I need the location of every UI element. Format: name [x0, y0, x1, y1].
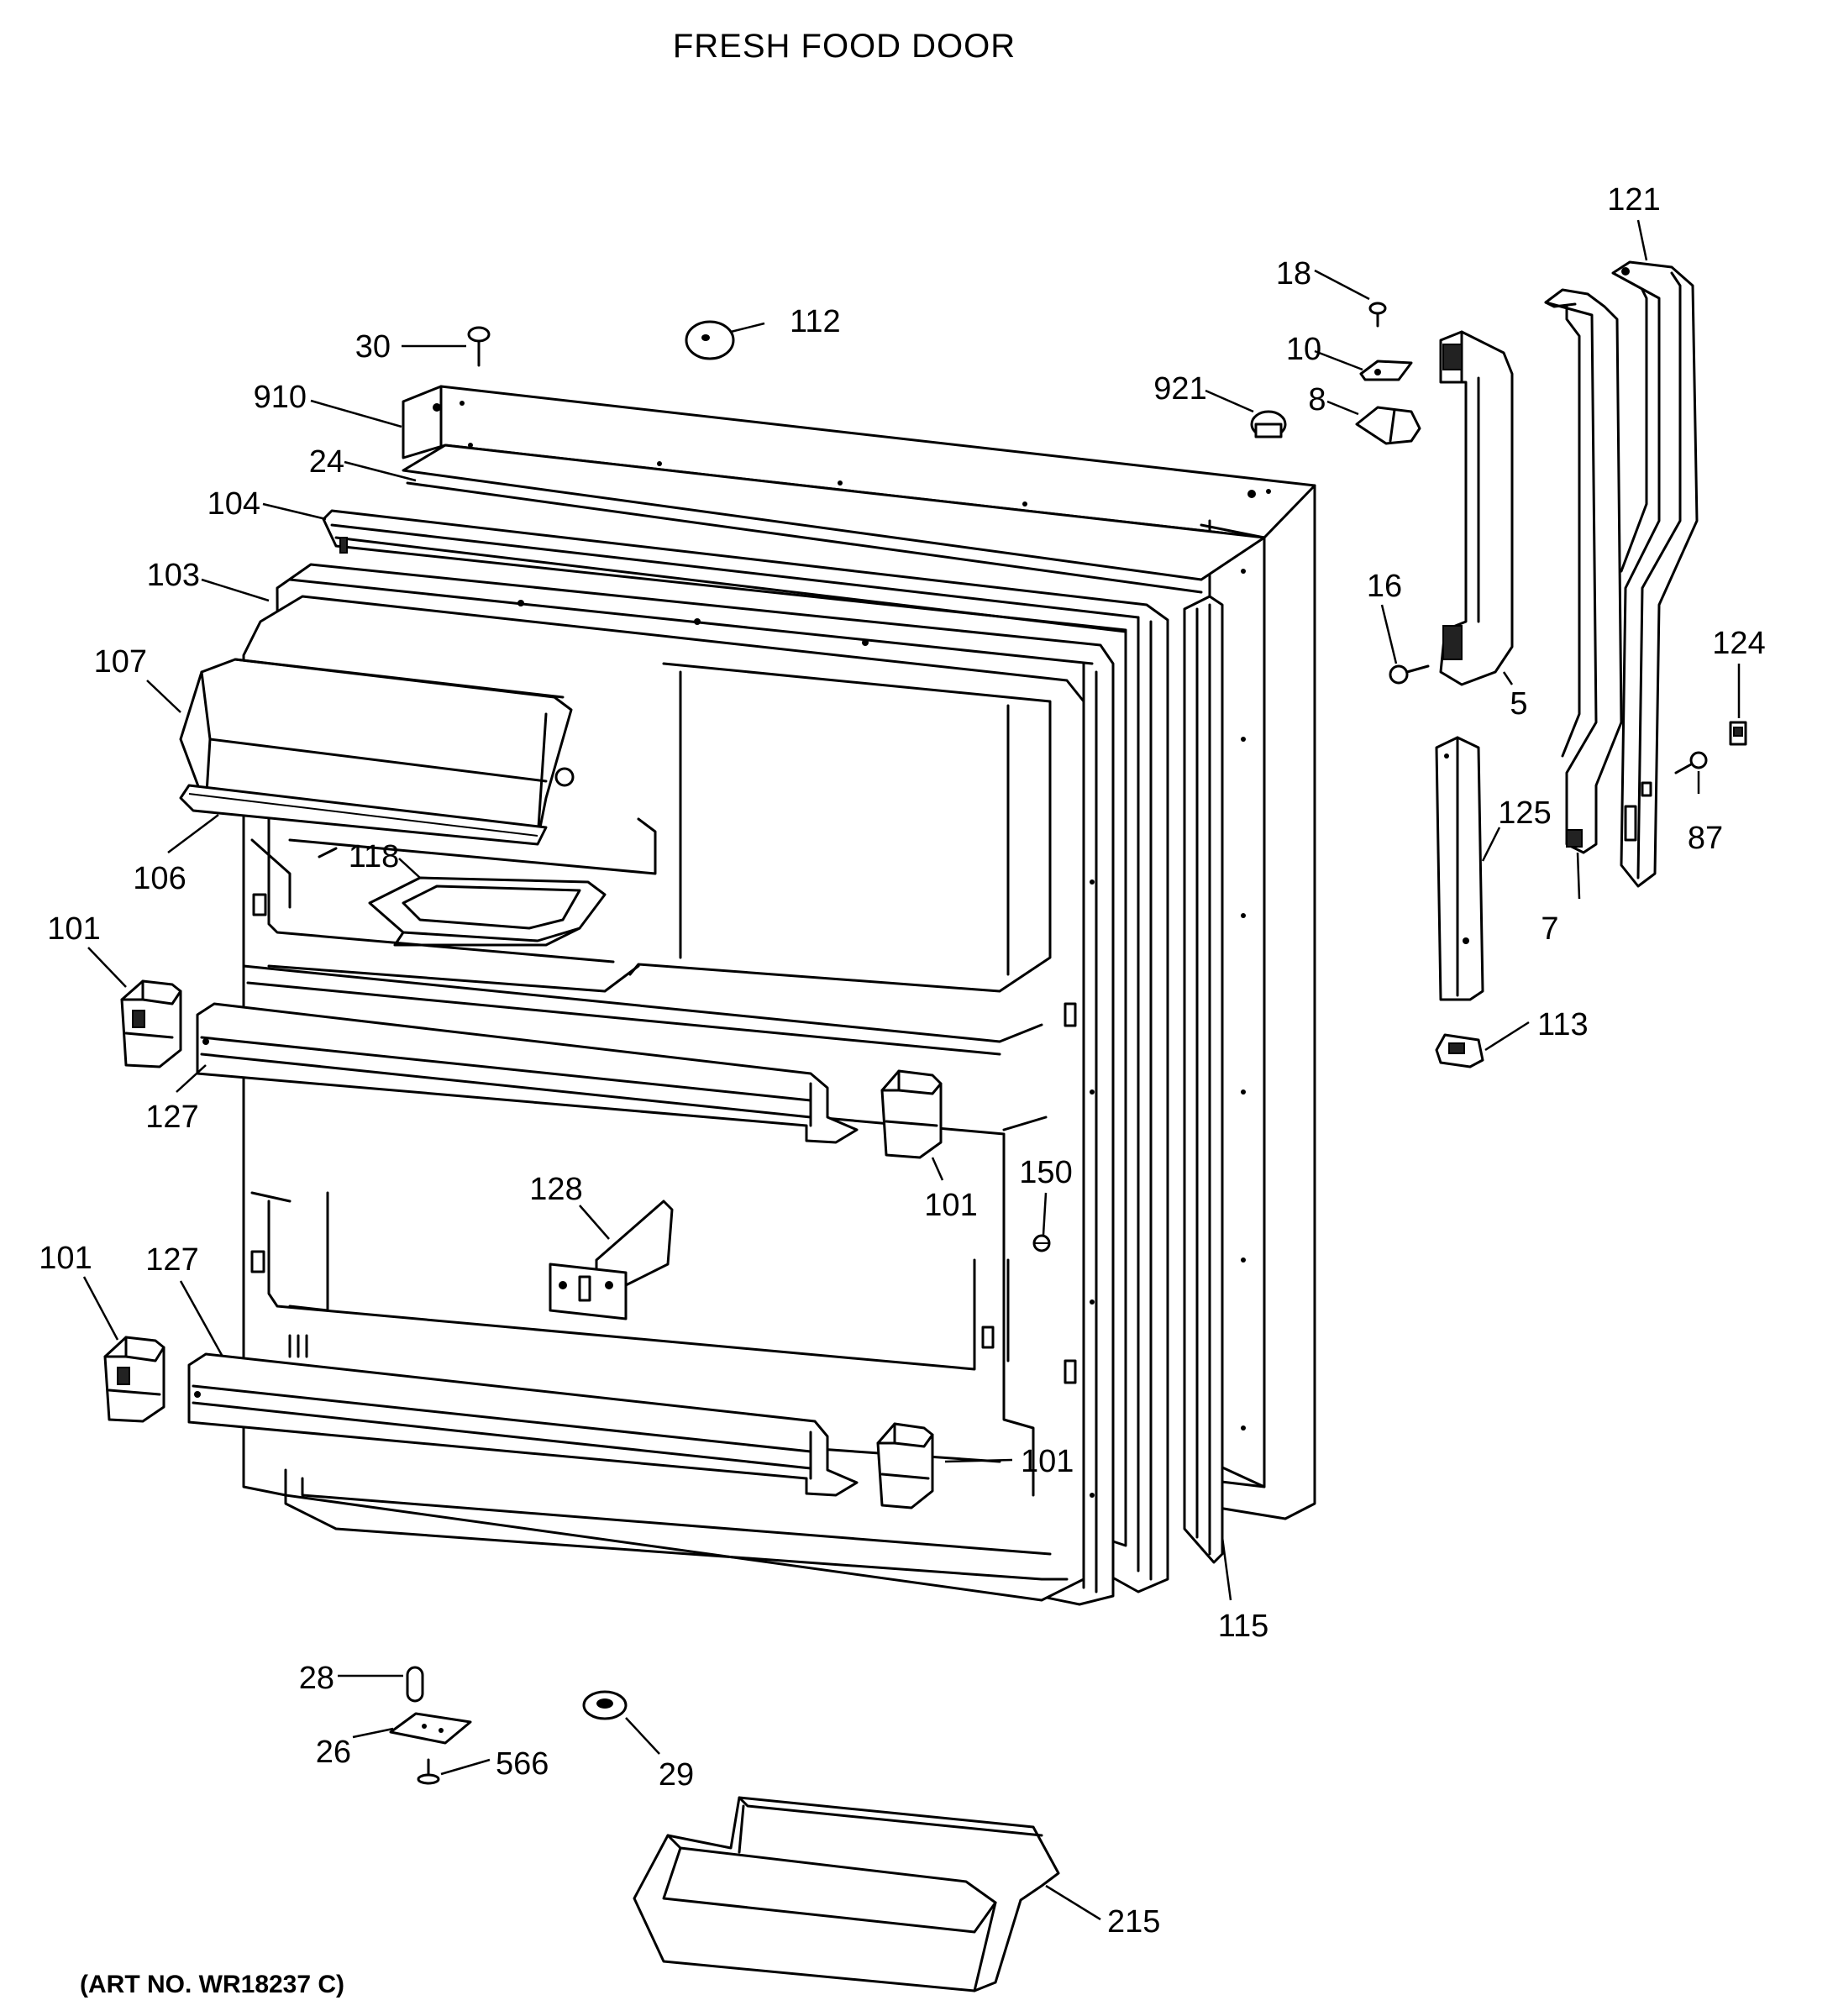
callout-26: 26: [316, 1735, 351, 1770]
callout-112: 112: [790, 304, 841, 339]
callout-113: 113: [1537, 1007, 1589, 1042]
lower-shelf-rail: [187, 1352, 859, 1497]
hinge-pin-bushing-8-part: [1355, 406, 1421, 445]
callout-107: 107: [94, 644, 147, 680]
callout-labels: 30 112 910 24 104 103 107 106 118 101 12…: [39, 182, 1765, 1940]
callout-101-a: 101: [47, 911, 100, 947]
shelf-bracket-lower-right: [876, 1422, 934, 1509]
callout-103: 103: [147, 558, 200, 593]
dairy-door-part: [179, 658, 575, 846]
callout-121: 121: [1607, 182, 1660, 218]
callout-101-d: 101: [1021, 1444, 1074, 1479]
callout-106: 106: [133, 861, 186, 896]
callout-566: 566: [496, 1746, 549, 1782]
diagram-title: FRESH FOOD DOOR: [673, 28, 1016, 65]
art-number: (ART NO. WR18237 C): [80, 1971, 344, 1998]
screw-150-part: [1032, 1234, 1051, 1252]
callout-115: 115: [1218, 1609, 1269, 1644]
callout-125: 125: [1498, 795, 1551, 831]
screw-16-part: [1389, 664, 1430, 685]
shelf-bracket-upper-left: [120, 979, 182, 1068]
screw-87-part: [1674, 751, 1708, 774]
callout-128: 128: [529, 1172, 582, 1207]
callout-104: 104: [207, 486, 260, 522]
butter-tray-part: [368, 876, 607, 947]
cap-921-part: [1250, 410, 1287, 438]
callout-101-c: 101: [39, 1241, 92, 1276]
handle-bracket-5-part: [1439, 330, 1514, 686]
screw-566-part: [417, 1758, 440, 1785]
door-side-strip: [1183, 595, 1224, 1564]
callout-910: 910: [254, 380, 307, 415]
callout-215: 215: [1107, 1904, 1160, 1940]
callout-28: 28: [299, 1661, 334, 1696]
callout-29: 29: [659, 1757, 694, 1793]
door-gasket: [322, 509, 1169, 1593]
callout-87: 87: [1688, 821, 1723, 856]
callout-921: 921: [1153, 371, 1206, 407]
handle-121-part: [1611, 260, 1699, 888]
handle-cover-125-part: [1435, 736, 1484, 1001]
handle-7-part: [1544, 288, 1623, 854]
leader-lines: [82, 219, 1741, 1921]
screw-30-part: [467, 326, 491, 367]
bottle-retainer-part: [549, 1200, 674, 1320]
callout-7: 7: [1541, 911, 1558, 947]
shelf-bracket-lower-left: [103, 1336, 165, 1423]
door-bin-215-part: [633, 1796, 1060, 1992]
callout-5: 5: [1510, 686, 1527, 722]
callout-24: 24: [309, 444, 344, 480]
screw-18-part: [1368, 302, 1387, 328]
callout-150: 150: [1019, 1155, 1072, 1190]
callout-16: 16: [1367, 569, 1402, 604]
callout-18: 18: [1276, 256, 1311, 291]
callout-127-b: 127: [145, 1242, 198, 1278]
handle-endcap-113-part: [1435, 1033, 1484, 1068]
callout-124: 124: [1712, 626, 1765, 661]
callout-10: 10: [1286, 332, 1321, 367]
hinge-shim-10-part: [1359, 360, 1413, 381]
plug-112-part: [685, 320, 735, 360]
cam-28-part: [406, 1666, 424, 1703]
upper-shelf-rail: [196, 1002, 859, 1144]
callout-127-a: 127: [145, 1100, 198, 1135]
callout-8: 8: [1308, 382, 1326, 417]
plate-26-part: [389, 1712, 472, 1745]
callout-101-b: 101: [924, 1188, 977, 1223]
callout-118: 118: [349, 839, 400, 874]
callout-30: 30: [355, 329, 391, 365]
grommet-29-part: [582, 1690, 628, 1720]
clip-124-part: [1729, 721, 1747, 746]
shelf-bracket-upper-right: [880, 1069, 943, 1159]
